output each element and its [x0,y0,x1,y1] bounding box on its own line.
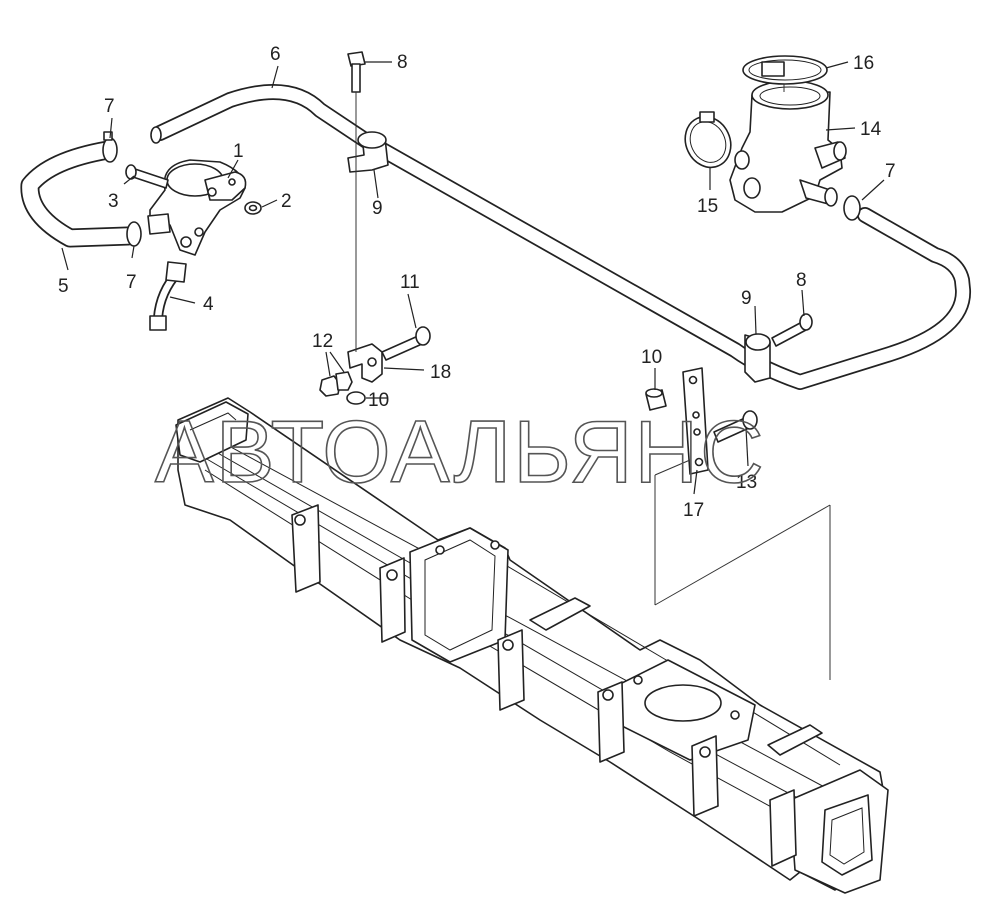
bolt-13 [713,410,758,443]
callout-4: 4 [203,294,214,315]
callout-17: 17 [683,500,704,521]
callout-12: 12 [312,331,333,352]
assembly-lines [355,84,831,680]
callout-3: 3 [108,191,119,212]
callout-9-lower: 9 [741,288,752,309]
callout-7-upper-left: 7 [104,96,115,117]
callout-10-left: 10 [368,390,389,411]
callout-5: 5 [58,276,69,297]
exhaust-manifold [175,397,889,894]
bolt-11 [381,326,431,361]
clamp-7-lower-left [126,221,142,247]
callout-8-top: 8 [397,52,408,73]
callout-7-right: 7 [885,161,896,182]
bolt-8-right [771,313,813,347]
callout-14: 14 [860,119,882,140]
leader-lines [61,61,885,495]
bracket-plate-17 [682,367,709,475]
callout-10-right: 10 [641,347,662,368]
clamp-15 [684,111,732,169]
callout-1: 1 [233,141,244,162]
spacer-10-left [346,391,366,405]
pipe-6 [150,84,971,390]
spacer-10-right [645,388,667,411]
clamp-7-upper-left [102,131,118,163]
callout-6: 6 [270,44,281,65]
washer-2 [244,201,262,215]
watermark-text: АВТОАЛЬЯНС [155,402,766,501]
tee-fitting-14 [729,80,847,213]
clamp-16 [742,55,828,85]
callout-18: 18 [430,362,451,383]
clamp-9-upper [347,131,389,173]
callout-7-lower-left: 7 [126,272,137,293]
clamp-7-right [843,195,861,221]
bracket-18 [347,343,383,383]
callout-labels: 1 2 3 4 5 6 7 7 7 8 8 9 9 10 10 11 12 13… [58,44,896,521]
callout-9-upper: 9 [372,198,383,219]
callout-8-right: 8 [796,270,807,291]
callout-13: 13 [736,472,757,493]
clamp-9-lower [744,333,771,383]
fitting-4 [149,261,187,331]
hose-5 [20,140,138,248]
nuts-12 [319,371,353,397]
callout-15: 15 [697,196,718,217]
callout-2: 2 [281,191,292,212]
callout-16: 16 [853,53,874,74]
callout-11: 11 [400,272,420,293]
bolt-8-top [347,51,366,93]
housing-1 [147,159,247,256]
bolt-3 [125,164,169,189]
